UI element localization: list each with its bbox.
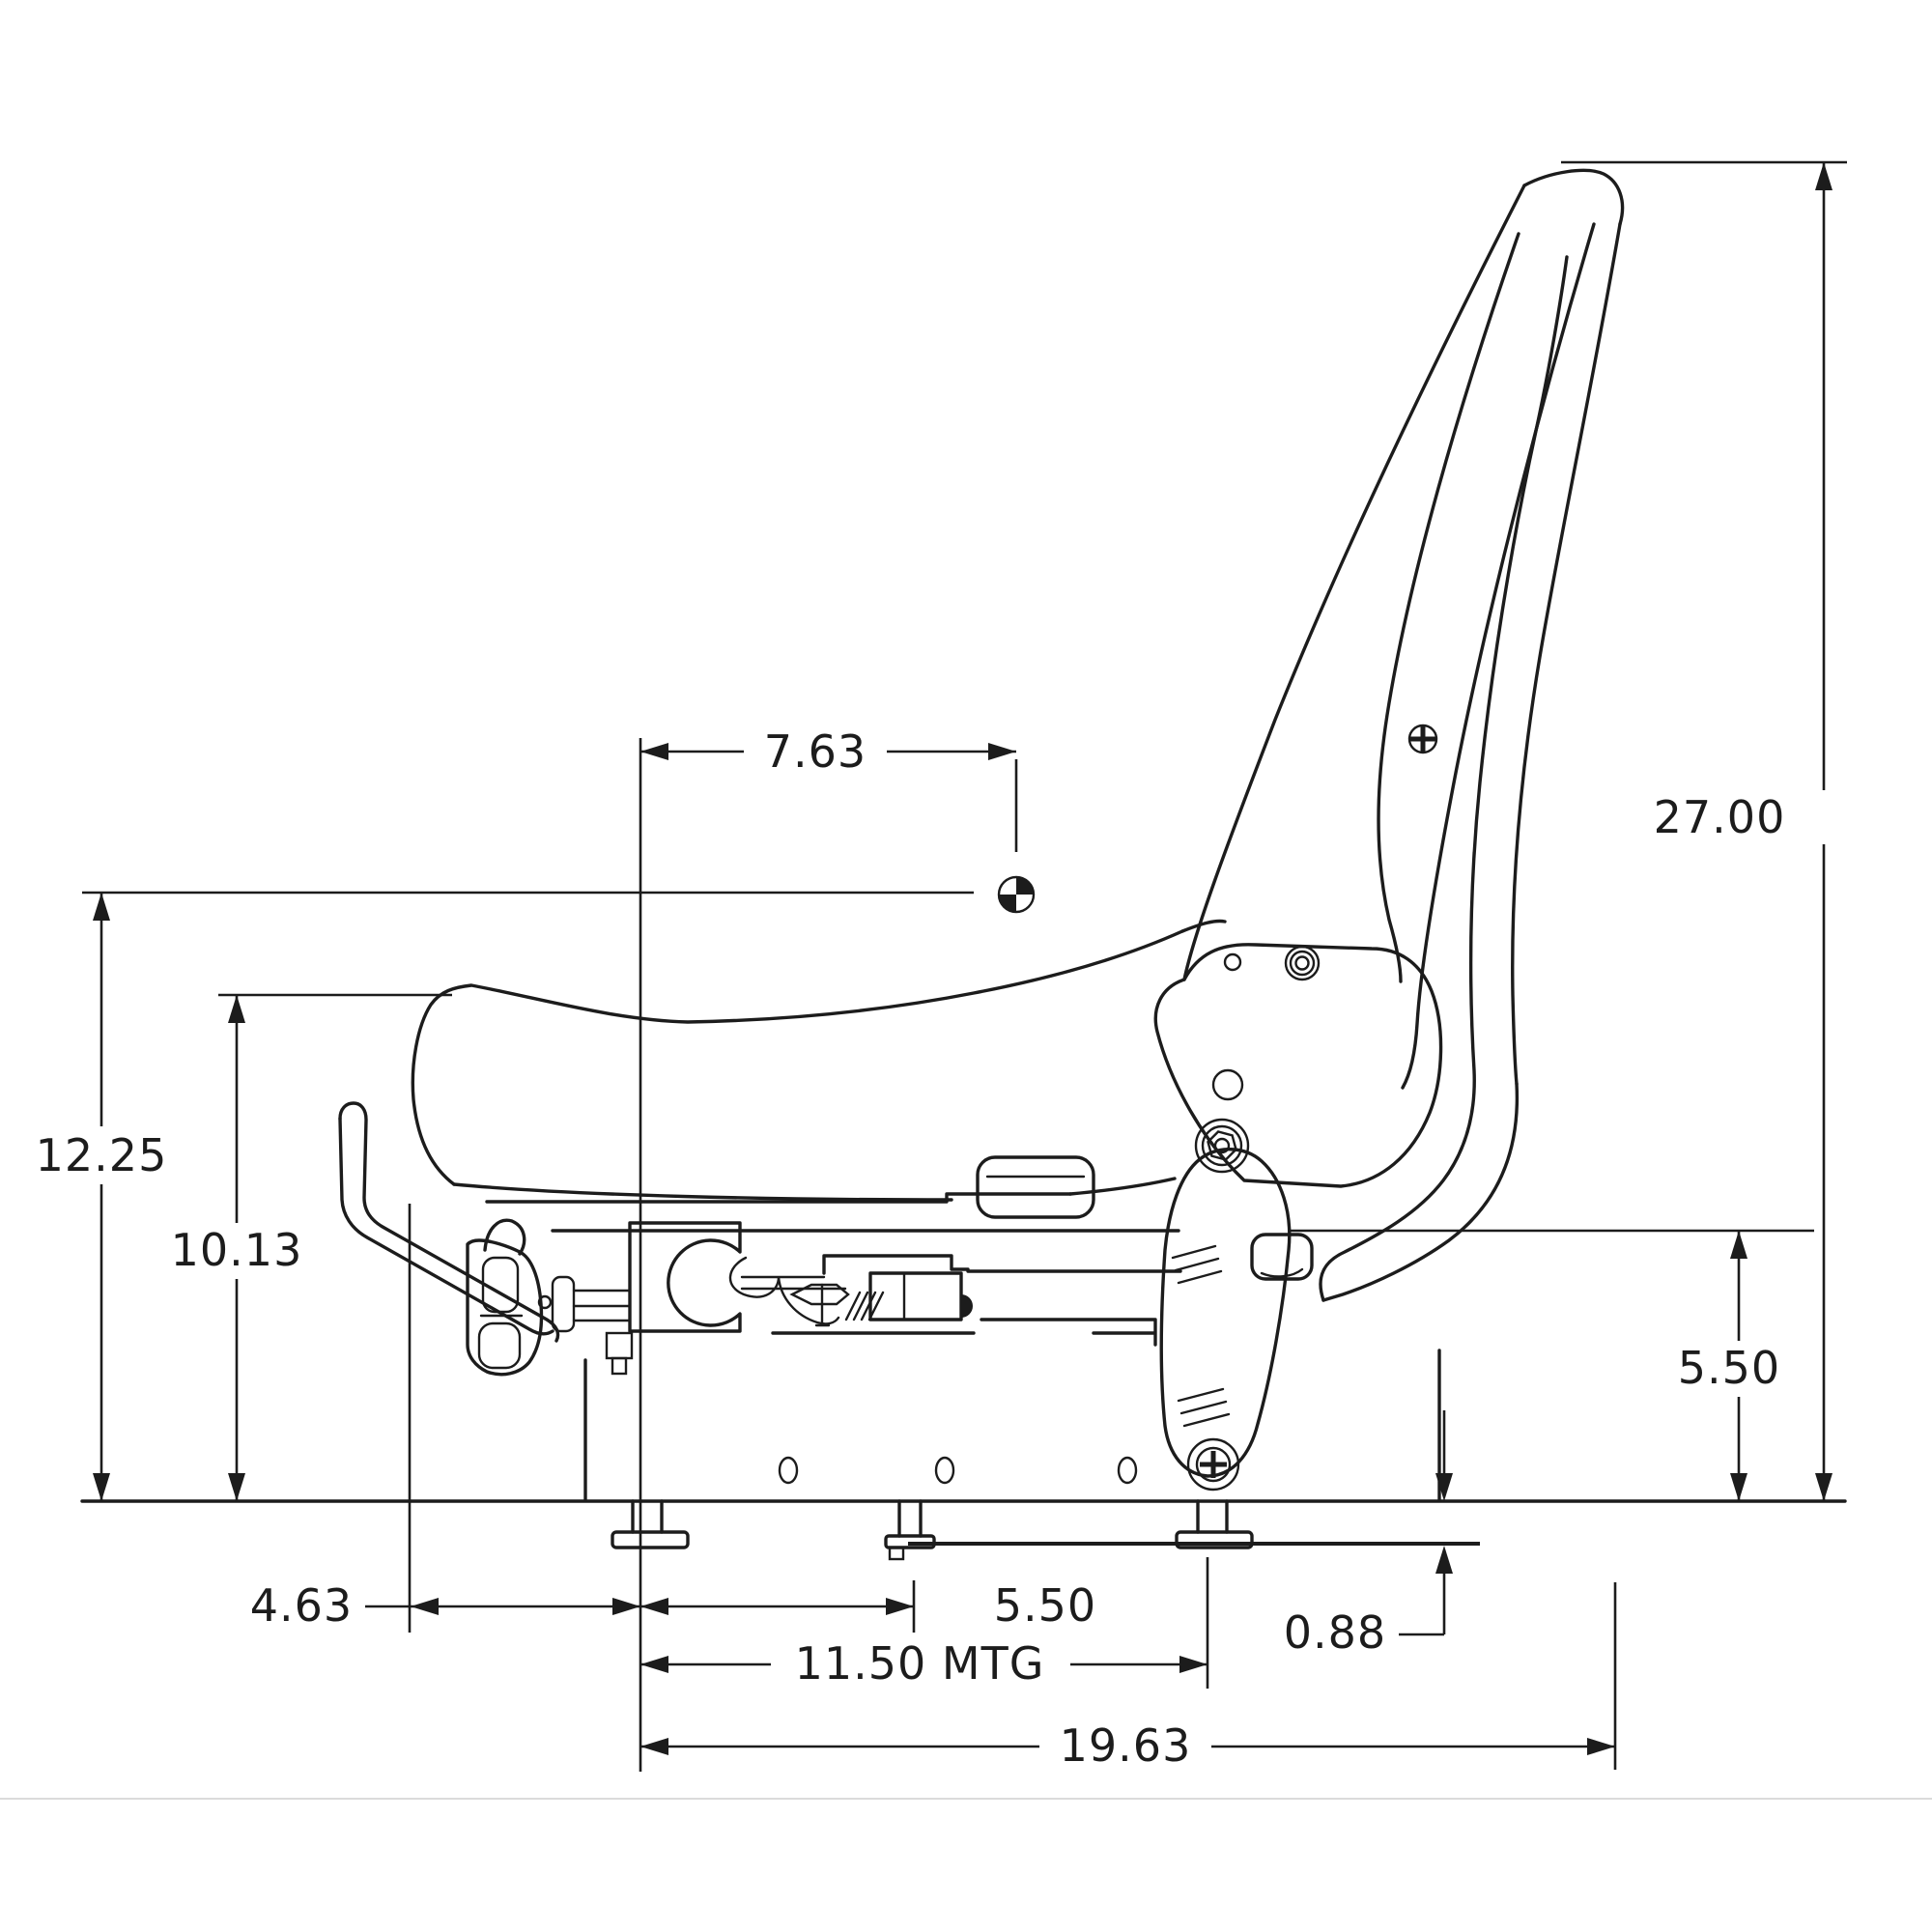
arm-base-bolt [1186, 1437, 1240, 1492]
latch-spring-wire [728, 1256, 840, 1325]
seat-back-outline [1182, 168, 1625, 1302]
mounting-feet [611, 1499, 1254, 1561]
dim-label-cg-offset: 7.63 [764, 725, 867, 778]
dim-label-overall-height: 27.00 [1654, 791, 1786, 843]
recliner-bracket [1153, 943, 1443, 1281]
suspension-rail [551, 1229, 1182, 1347]
center-of-gravity-icon [997, 875, 1036, 914]
back-screw [1407, 724, 1438, 754]
dim-stud-offset: 5.50 [640, 1579, 1096, 1633]
dim-label-front-offset: 4.63 [250, 1579, 353, 1632]
dim-mounting-centers: 11.50 MTG [640, 1557, 1209, 1690]
pivot-hole [1211, 1068, 1244, 1101]
dim-seat-height: 12.25 [36, 891, 974, 1501]
stop-bumper [1250, 1233, 1314, 1281]
dim-label-overall-length: 19.63 [1060, 1719, 1192, 1772]
adjuster-knob [466, 1218, 632, 1377]
dim-cushion-height: 10.13 [171, 993, 452, 1501]
dim-mount-drop: 0.88 [1284, 1410, 1453, 1659]
seat-cushion [411, 919, 1227, 1204]
wing-pin [789, 1283, 850, 1327]
dim-overall-length: 19.63 [640, 1582, 1617, 1772]
rail-clamp-block [605, 1221, 742, 1376]
adjustment-paddle [976, 1155, 1095, 1219]
latch-pin [961, 1294, 973, 1318]
spring-coil-hatch [844, 1291, 885, 1321]
dim-label-seat-height: 12.25 [36, 1129, 168, 1181]
dim-label-mounting-centers: 11.50 MTG [795, 1637, 1045, 1690]
base-plate [583, 1349, 1441, 1501]
dim-cg-offset: 7.63 [639, 725, 1018, 1772]
dim-suspension-height: 5.50 [1289, 1229, 1814, 1501]
hex-bolt-icon [1194, 1118, 1250, 1174]
adjustment-lever [338, 1101, 560, 1343]
dim-label-stud-offset: 5.50 [994, 1579, 1096, 1632]
front-mounting-stud [897, 1499, 923, 1538]
dim-label-suspension-height: 5.50 [1678, 1342, 1780, 1394]
bolt-icon [1284, 945, 1321, 981]
dim-front-offset: 4.63 [250, 1204, 640, 1633]
phillips-screw-icon [1407, 724, 1438, 754]
dim-label-cushion-height: 10.13 [171, 1224, 303, 1276]
swing-arm [1159, 1118, 1292, 1492]
dim-overall-height: 27.00 [1561, 160, 1847, 1501]
dim-label-mount-drop: 0.88 [1284, 1606, 1386, 1659]
